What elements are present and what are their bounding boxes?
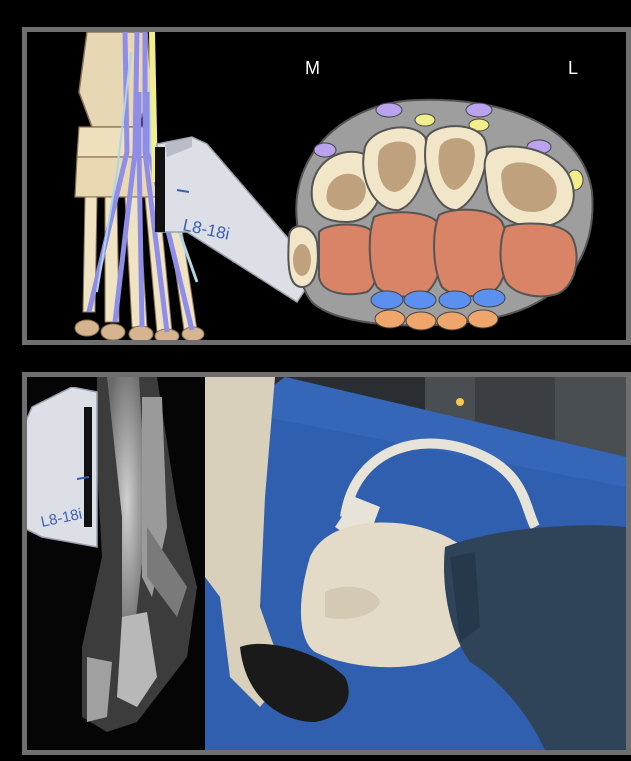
lateral-label: L — [568, 58, 578, 79]
medial-label: M — [305, 58, 320, 79]
cross-section-diagram — [288, 100, 592, 330]
xray-probe-overlay: L8-18i — [22, 387, 112, 567]
foot-anatomy-illustration: L8-18i — [27, 32, 626, 340]
top-illustration-panel: L8-18i — [22, 27, 631, 345]
yellow-nerve — [152, 32, 155, 182]
ultrasound-procedure-photo — [205, 377, 626, 750]
bottom-photo-panel: L8-18i — [22, 372, 631, 755]
